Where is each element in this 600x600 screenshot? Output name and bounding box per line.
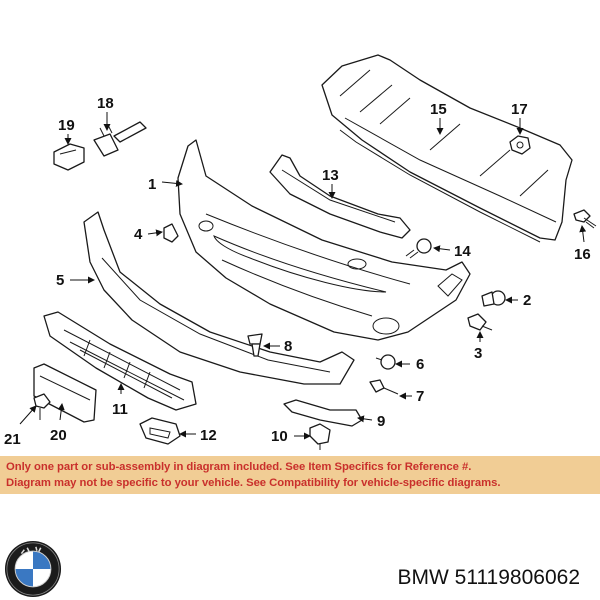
lower-grille-part-11 [43,311,197,411]
fastener-part-10 [309,423,331,450]
callout-18: 18 [97,95,114,112]
bolt-part-21 [33,393,51,420]
impact-beam-part-15 [321,54,573,243]
callout-15: 15 [430,101,447,118]
callout-10: 10 [271,428,288,445]
callout-8: 8 [284,338,292,355]
callout-12: 12 [200,427,217,444]
clip-part-4 [163,223,179,243]
lower-valance-part-5 [83,211,355,385]
callout-19: 19 [58,117,75,134]
rivet-part-2 [481,290,506,307]
sensor-holder-part-19 [53,143,85,171]
bmw-roundel-icon [4,540,62,598]
trim-part-9 [283,399,363,427]
bolt-part-16 [573,209,597,229]
parts-diagram: 1 2 3 4 5 6 7 8 9 10 11 12 13 14 15 16 1… [4,54,597,450]
sensor-part-18 [93,121,147,157]
notice-line-1: Only one part or sub-assembly in diagram… [6,461,472,473]
callout-1: 1 [148,176,156,193]
callout-4: 4 [134,226,143,243]
notice-line-2: Diagram may not be specific to your vehi… [6,477,501,489]
leader-lines [19,112,587,440]
bezel-part-12 [139,417,181,445]
callout-11: 11 [112,401,128,418]
bracket-part-13 [269,154,411,239]
callout-9: 9 [377,413,385,430]
callout-6: 6 [416,356,424,373]
push-pin-part-8 [247,333,263,357]
callout-20: 20 [50,427,67,444]
callout-16: 16 [574,246,591,263]
push-clip-part-14 [405,238,432,259]
plate-bracket-part-20 [33,363,97,423]
nut-part-17 [509,135,531,155]
callout-17: 17 [511,101,528,118]
callout-3: 3 [474,345,482,362]
notice-banner: Only one part or sub-assembly in diagram… [0,456,600,494]
callout-21: 21 [4,431,21,448]
callout-13: 13 [322,167,339,184]
nut-part-6 [375,354,396,370]
screw-part-7 [369,379,399,395]
callout-7: 7 [416,388,424,405]
callout-5: 5 [56,272,64,289]
callout-numbers: 1 2 3 4 5 6 7 8 9 10 11 12 13 14 15 16 1… [4,95,591,448]
bumper-cover-part-1 [177,139,471,341]
callout-2: 2 [523,292,531,309]
screw-part-3 [467,313,493,331]
part-number-caption: BMW 51119806062 [397,566,580,589]
callout-14: 14 [454,243,471,260]
